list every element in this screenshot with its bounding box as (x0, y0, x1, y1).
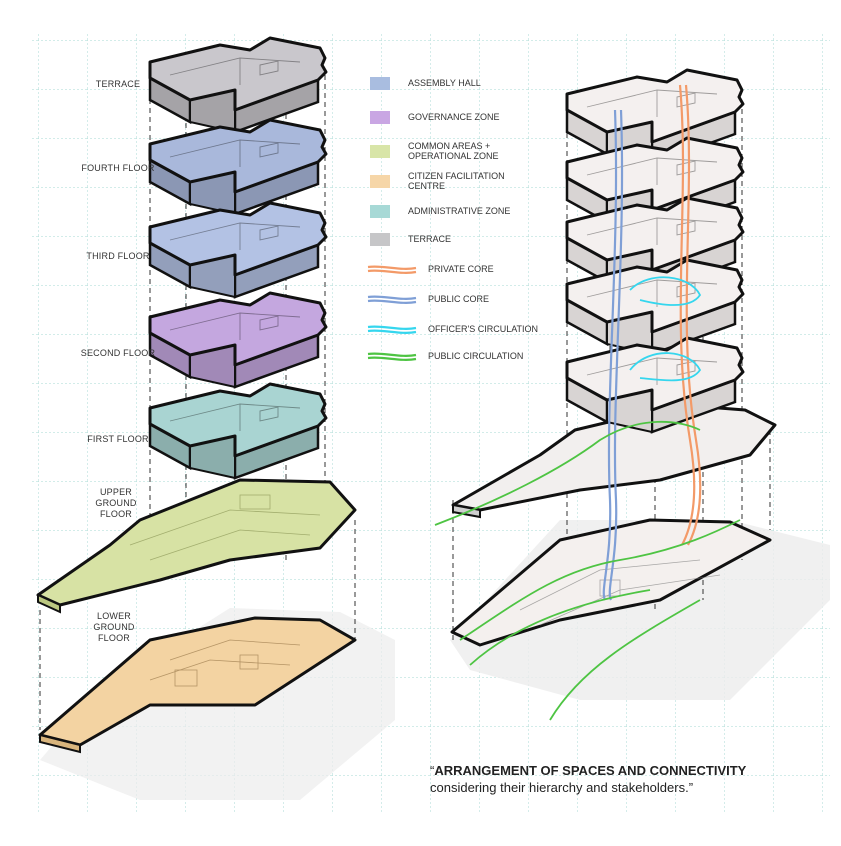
label-third-floor: THIRD FLOOR (86, 251, 150, 261)
right-floor-slabs (565, 68, 745, 434)
legend-label: CITIZEN FACILITATION CENTRE (408, 171, 505, 191)
legend-label: PRIVATE CORE (428, 264, 494, 274)
slab-left-terrace-interior (169, 57, 301, 85)
slab-left-first-top (148, 382, 328, 458)
legend-item: ASSEMBLY HALL (366, 72, 481, 94)
label-upper-ground-floor: UPPER GROUND FLOOR (95, 487, 137, 519)
legend-line-sample (366, 349, 418, 363)
label-fourth-floor: FOURTH FLOOR (81, 163, 155, 173)
slab-left-second-interior (169, 312, 301, 340)
floor-upper-ground-left (36, 478, 357, 614)
slab-right-1-interior (586, 89, 718, 117)
slab-right-3-top (565, 196, 745, 272)
slab-left-second (148, 291, 328, 389)
legend-label: TERRACE (408, 234, 452, 244)
legend-item: PUBLIC CIRCULATION (366, 345, 523, 367)
slab-left-first-interior (169, 403, 301, 431)
public-core-path (602, 109, 624, 601)
legend-line-sample (366, 262, 418, 276)
legend-label: COMMON AREAS + OPERATIONAL ZONE (408, 141, 499, 161)
legend-label: OFFICER'S CIRCULATION (428, 324, 539, 334)
slab-left-first (148, 382, 328, 480)
public-circulation-path (434, 420, 741, 721)
legend-item: ADMINISTRATIVE ZONE (366, 200, 510, 222)
slab-left-fourth-interior (169, 139, 301, 167)
caption-open-quote: “ (430, 763, 435, 778)
legend-label: ADMINISTRATIVE ZONE (408, 206, 511, 216)
slab-left-third-top (148, 201, 328, 277)
legend-label: PUBLIC CIRCULATION (428, 351, 524, 361)
legend-item: TERRACE (366, 228, 451, 250)
legend-item: GOVERNANCE ZONE (366, 106, 500, 128)
label-second-floor: SECOND FLOOR (80, 348, 156, 358)
slab-right-1 (565, 68, 745, 166)
private-core-path (678, 84, 702, 546)
slab-left-third (148, 201, 328, 299)
legend-item: OFFICER'S CIRCULATION (366, 318, 538, 340)
slab-right-2 (565, 136, 745, 234)
label-lower-ground-floor: LOWER GROUND FLOOR (93, 611, 135, 643)
caption-rest: considering their hierarchy and stakehol… (430, 780, 689, 795)
slab-right-1-top (565, 68, 745, 144)
label-first-floor: FIRST FLOOR (87, 434, 149, 444)
legend-swatch (370, 204, 390, 218)
slab-left-terrace (148, 36, 328, 134)
slab-left-second-top (148, 291, 328, 367)
caption-bold: ARRANGEMENT OF SPACES AND CONNECTIVITY (434, 763, 747, 778)
slab-left-third-interior (169, 222, 301, 250)
floor-lower-ground-left (38, 616, 357, 754)
legend-swatch (370, 174, 390, 188)
left-floor-slabs (148, 36, 328, 480)
caption: “ARRANGEMENT OF SPACES AND CONNECTIVITY … (430, 762, 830, 796)
slab-right-4-top (565, 258, 745, 334)
legend-swatch (370, 232, 390, 246)
legend-line-sample (366, 292, 418, 306)
slab-left-terrace-top (148, 36, 328, 112)
officers-circulation-path (629, 276, 702, 382)
label-terrace: TERRACE (95, 79, 141, 89)
legend-swatch (370, 144, 390, 158)
legend-line-sample (366, 322, 418, 336)
legend-item: PUBLIC CORE (366, 288, 489, 310)
slab-left-fourth (148, 118, 328, 216)
legend-swatch (370, 110, 390, 124)
legend-item: CITIZEN FACILITATION CENTRE (366, 170, 528, 192)
legend-label: GOVERNANCE ZONE (408, 112, 500, 122)
legend-label: PUBLIC CORE (428, 294, 490, 304)
legend-label: ASSEMBLY HALL (408, 78, 481, 88)
caption-close-quote: ” (688, 780, 694, 795)
legend-swatch (370, 76, 390, 90)
slab-left-fourth-top (148, 118, 328, 194)
slab-right-2-top (565, 136, 745, 212)
legend-item: PRIVATE CORE (366, 258, 494, 280)
legend-item: COMMON AREAS + OPERATIONAL ZONE (366, 140, 528, 162)
